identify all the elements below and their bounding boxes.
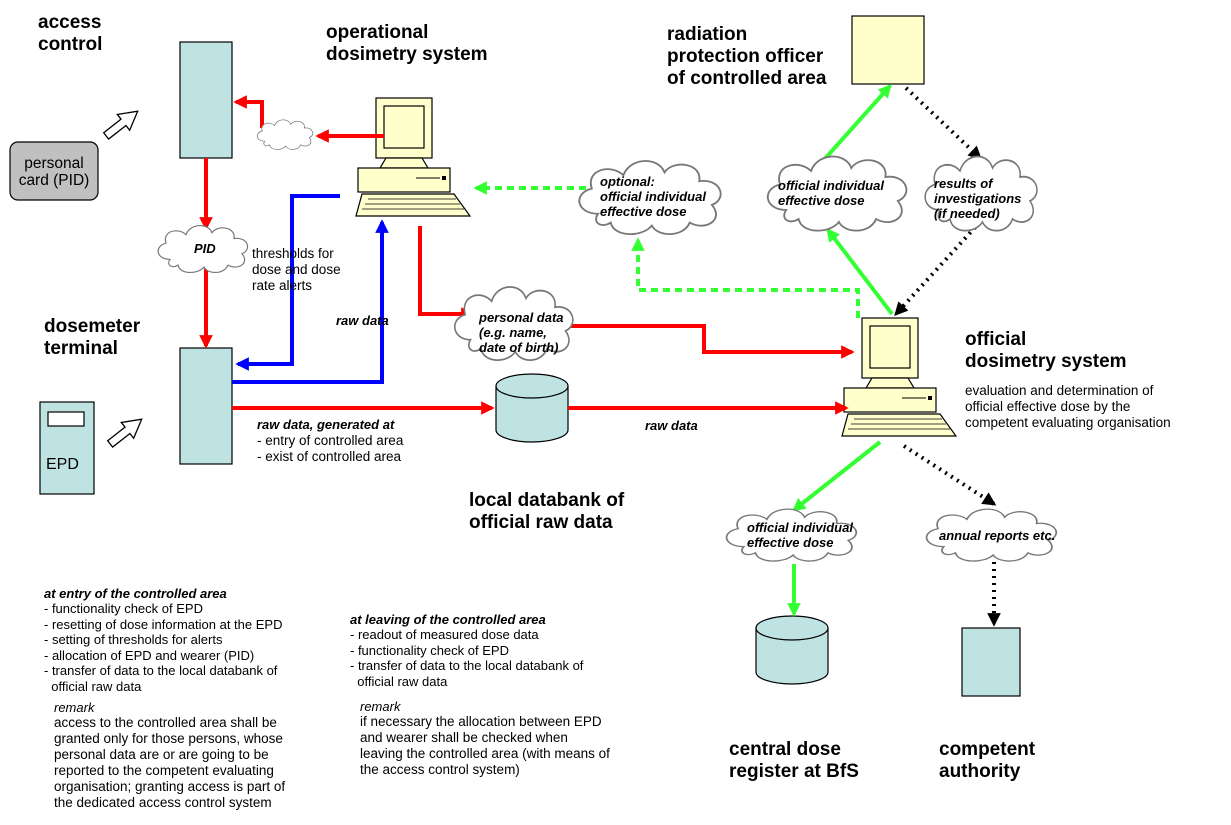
- entry-remark: access to the controlled area shall be g…: [54, 715, 286, 810]
- central-register-title: central dose register at BfS: [729, 739, 859, 782]
- cloud-annual-reports-label: annual reports etc.: [939, 528, 1056, 543]
- cloud-personal-data-label: personal data (e.g. name, date of birth): [479, 310, 564, 355]
- dosemeter-terminal-box: [179, 347, 233, 465]
- personal-card-label: personal card (PID): [18, 155, 90, 189]
- cloud-investigations-label: results of investigations (if needed): [934, 176, 1022, 221]
- epd-label: EPD: [46, 456, 79, 473]
- entry-list: - functionality check of EPD - resetting…: [44, 601, 285, 694]
- raw-generated-item: - exist of controlled area: [257, 449, 402, 464]
- rpo-title: radiation protection officer of controll…: [667, 24, 827, 89]
- thresholds-label: thresholds for dose and dose rate alerts: [252, 246, 341, 293]
- raw-generated-list: - entry of controlled area - exist of co…: [257, 433, 403, 465]
- local-databank-cylinder: [495, 373, 569, 443]
- leaving-section: at leaving of the controlled area - read…: [350, 612, 610, 778]
- competent-authority-box: [961, 627, 1021, 697]
- operational-system-title: operational dosimetry system: [326, 22, 488, 65]
- leaving-remark-label: remark: [360, 699, 401, 714]
- entry-remark-label: remark: [54, 700, 95, 715]
- cloud-official-dose-bottom-label: official individual effective dose: [747, 520, 853, 550]
- leaving-item: official raw data: [350, 673, 448, 689]
- personal-card-box: [9, 141, 99, 201]
- raw-data-right-label: raw data: [645, 418, 698, 433]
- leaving-list: - readout of measured dose data - functi…: [350, 627, 610, 689]
- leaving-item: - transfer of data to the local databank…: [350, 658, 584, 673]
- entry-heading: at entry of the controlled area: [44, 586, 227, 601]
- official-system-description: evaluation and determination of official…: [965, 383, 1171, 430]
- raw-generated-label: raw data, generated at: [257, 417, 395, 432]
- local-databank-title: local databank of official raw data: [469, 490, 625, 533]
- raw-data-blue-label: raw data: [336, 313, 389, 328]
- operational-computer-icon: [355, 97, 471, 217]
- entry-item: - allocation of EPD and wearer (PID): [44, 647, 255, 663]
- blue-flows: [232, 194, 389, 384]
- leaving-remark: if necessary the allocation between EPD …: [360, 714, 610, 777]
- card-insert-arrow: [99, 102, 145, 145]
- entry-item: - functionality check of EPD: [44, 601, 203, 616]
- access-control-title: access control: [38, 12, 103, 55]
- entry-item: - transfer of data to the local databank…: [44, 663, 278, 678]
- green-flows: [473, 83, 894, 617]
- epd-display: [47, 411, 85, 427]
- leaving-heading: at leaving of the controlled area: [350, 612, 546, 627]
- cloud-official-dose-top-label: official individual effective dose: [778, 178, 884, 208]
- rpo-box: [851, 15, 925, 85]
- entry-item: - resetting of dose information at the E…: [44, 616, 283, 632]
- black-flows: [894, 86, 1001, 627]
- entry-item: official raw data: [44, 678, 142, 694]
- leaving-item: - functionality check of EPD: [350, 642, 509, 658]
- cloud-optional-dose-label: optional: official individual effective …: [600, 174, 706, 219]
- entry-section: at entry of the controlled area - functi…: [44, 586, 285, 811]
- official-system-title: official dosimetry system: [965, 329, 1127, 372]
- official-computer-icon: [841, 317, 957, 437]
- cloud-pid-label: PID: [194, 241, 216, 256]
- dosemeter-terminal-title: dosemeter terminal: [44, 316, 141, 359]
- epd-insert-arrow: [103, 410, 149, 453]
- red-flows: [199, 95, 855, 415]
- access-control-box: [179, 41, 233, 159]
- central-register-cylinder: [755, 615, 829, 685]
- competent-authority-title: competent authority: [939, 739, 1036, 782]
- raw-generated-item: - entry of controlled area: [257, 433, 404, 448]
- cloud-top: [256, 119, 314, 150]
- entry-item: - setting of thresholds for alerts: [44, 632, 223, 647]
- leaving-item: - readout of measured dose data: [350, 627, 539, 642]
